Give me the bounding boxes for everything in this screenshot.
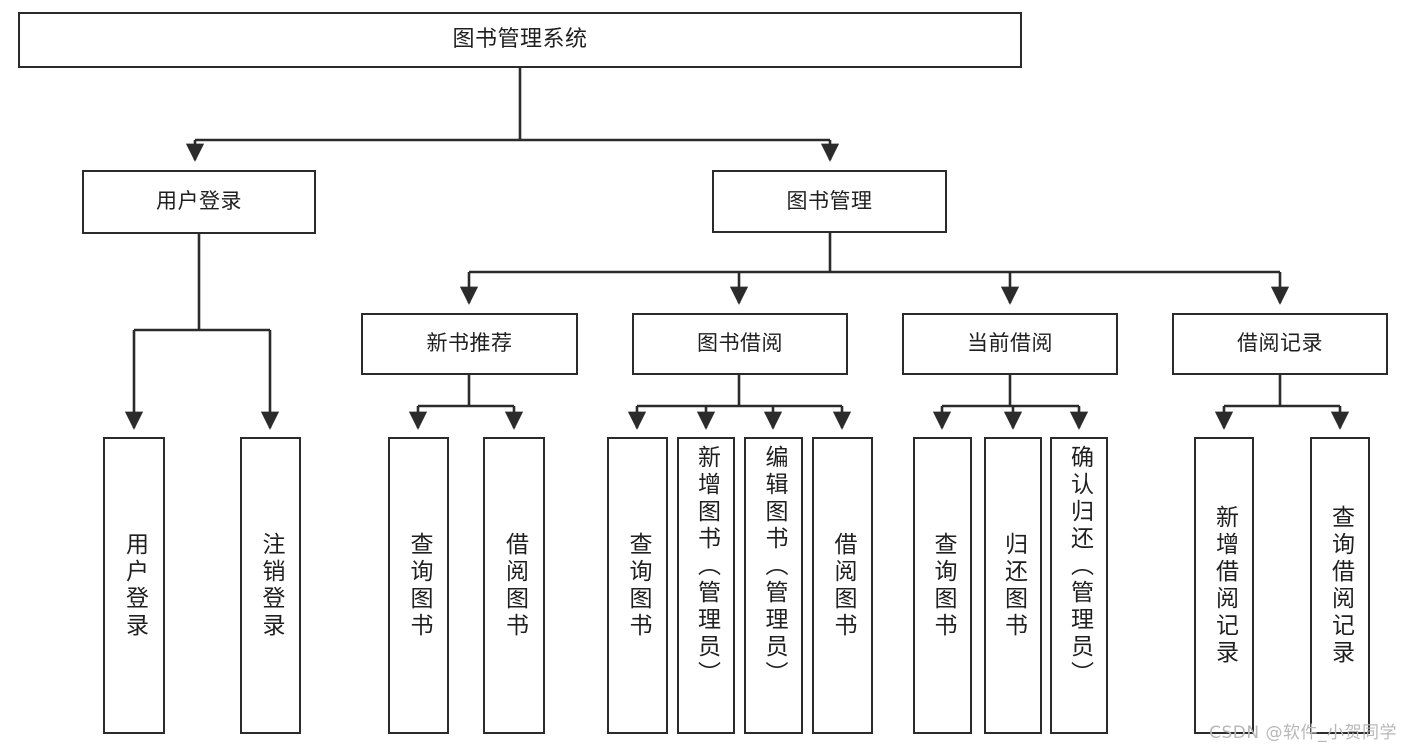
node-label: 新书推荐 [426, 331, 513, 356]
node-label: 新增借阅记录 [1211, 504, 1238, 667]
leaf-query-book-current[interactable]: 查询图书 [913, 437, 972, 734]
leaf-borrow-book[interactable]: 借阅图书 [812, 437, 873, 734]
leaf-query-book-borrow[interactable]: 查询图书 [607, 437, 668, 734]
leaf-edit-book-admin[interactable]: 编辑图书（管理员） [744, 437, 803, 734]
leaf-logout[interactable]: 注销登录 [240, 437, 301, 734]
node-label: 编辑图书（管理员） [761, 445, 787, 688]
node-current-borrow[interactable]: 当前借阅 [902, 313, 1118, 375]
leaf-query-borrow-record[interactable]: 查询借阅记录 [1310, 437, 1370, 734]
node-label: 当前借阅 [967, 331, 1053, 356]
node-label: 查询图书 [625, 531, 651, 640]
node-book-borrow[interactable]: 图书借阅 [632, 313, 848, 375]
node-label: 归还图书 [1000, 531, 1027, 640]
leaf-user-login[interactable]: 用户登录 [103, 437, 165, 734]
node-user-login[interactable]: 用户登录 [82, 170, 316, 234]
node-new-book-recommend[interactable]: 新书推荐 [361, 313, 578, 375]
node-borrow-records[interactable]: 借阅记录 [1172, 313, 1388, 375]
node-root-system[interactable]: 图书管理系统 [18, 12, 1022, 68]
node-label: 注销登录 [258, 531, 284, 640]
leaf-add-borrow-record[interactable]: 新增借阅记录 [1194, 437, 1254, 734]
node-label: 查询借阅记录 [1327, 504, 1354, 667]
node-label: 新增图书（管理员） [693, 445, 720, 688]
node-book-management[interactable]: 图书管理 [712, 170, 947, 233]
leaf-query-book-recommend[interactable]: 查询图书 [388, 437, 449, 734]
node-label: 图书借阅 [697, 331, 783, 356]
leaf-add-book-admin[interactable]: 新增图书（管理员） [677, 437, 735, 734]
leaf-return-book[interactable]: 归还图书 [984, 437, 1042, 734]
node-label: 查询图书 [930, 531, 956, 640]
watermark: CSDN @软件_小贺同学 [1209, 723, 1397, 743]
node-label: 图书管理系统 [452, 26, 588, 52]
node-label: 用户登录 [121, 531, 148, 640]
node-label: 图书管理 [786, 188, 873, 213]
leaf-borrow-book-recommend[interactable]: 借阅图书 [483, 437, 545, 734]
node-label: 借阅图书 [830, 531, 856, 640]
node-label: 查询图书 [406, 531, 432, 640]
node-label: 用户登录 [156, 189, 242, 214]
leaf-confirm-return-admin[interactable]: 确认归还（管理员） [1050, 437, 1108, 734]
node-label: 借阅图书 [501, 531, 528, 640]
node-label: 借阅记录 [1237, 331, 1323, 356]
node-label: 确认归还（管理员） [1066, 445, 1093, 688]
